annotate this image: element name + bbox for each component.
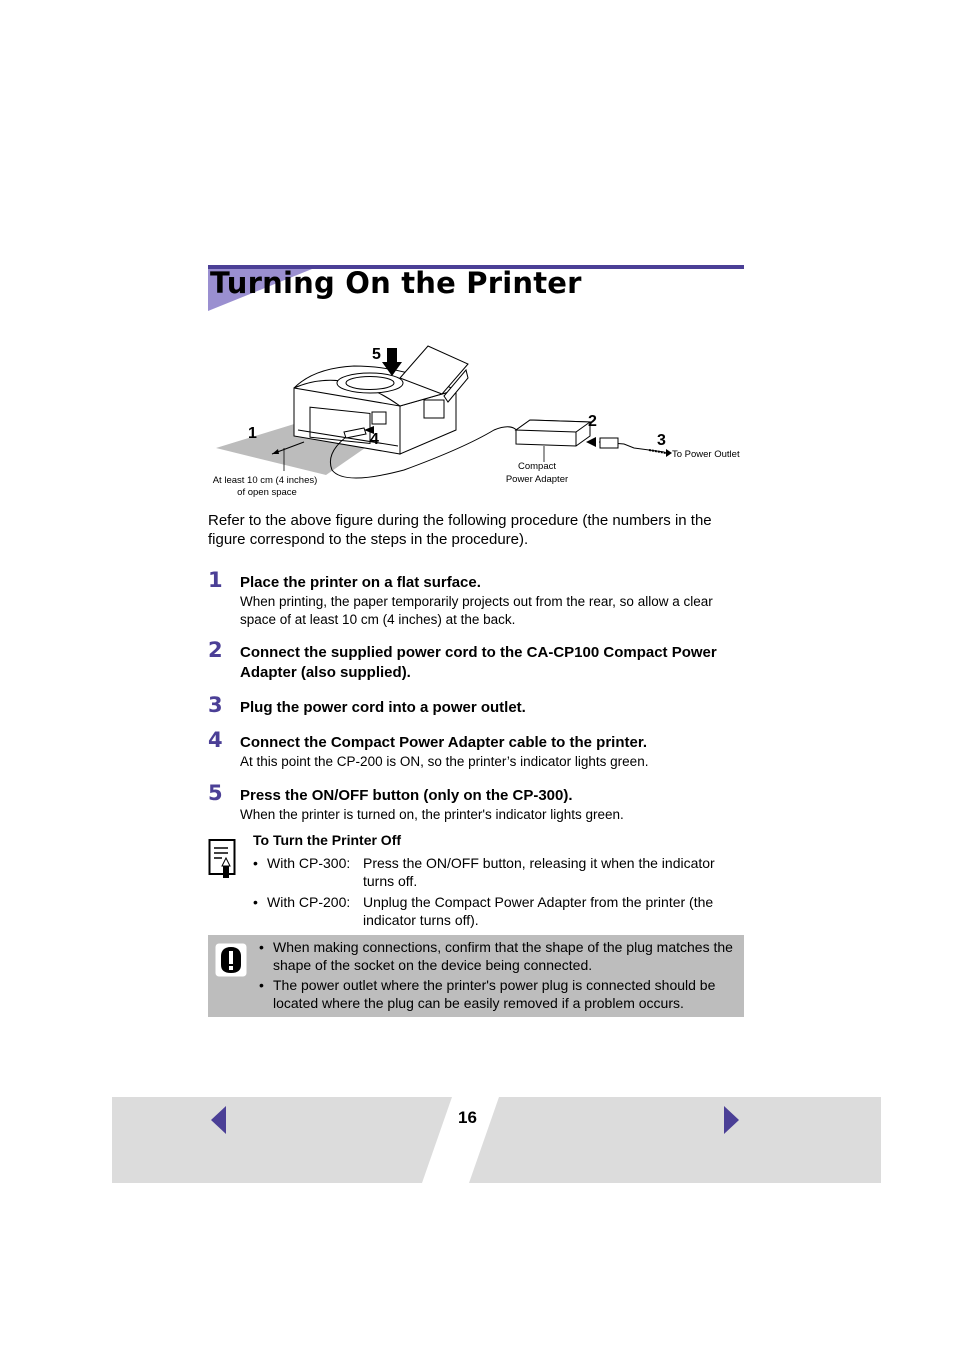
previous-page-button[interactable] <box>208 1104 230 1136</box>
memo-icon <box>208 839 236 878</box>
caution-box: • When making connections, confirm that … <box>208 935 744 1017</box>
note-item-label: With CP-300: <box>267 855 351 871</box>
step-5: 5 Press the ON/OFF button (only on the C… <box>208 781 748 824</box>
figure-label-1: 1 <box>248 425 257 442</box>
triangle-right-icon <box>724 1106 739 1134</box>
step-title: Connect the Compact Power Adapter cable … <box>240 734 648 751</box>
adapter-illustration <box>514 419 592 447</box>
bullet: • <box>253 855 258 871</box>
bullet: • <box>253 894 258 910</box>
title-accent-triangle <box>208 269 312 311</box>
bullet: • <box>259 939 264 955</box>
footer-nav-bar <box>112 1097 881 1183</box>
step-title: Plug the power cord into a power outlet. <box>240 699 526 716</box>
step-body: At this point the CP-200 is ON, so the p… <box>240 754 649 769</box>
figure-label-2: 2 <box>588 413 597 430</box>
caution-text: When making connections, confirm that th… <box>273 939 733 973</box>
note-box: To Turn the Printer Off • With CP-300: P… <box>208 832 748 932</box>
step-2: 2 Connect the supplied power cord to the… <box>208 638 748 683</box>
note-item: • With CP-200: Unplug the Compact Power … <box>253 893 743 929</box>
step-body: When the printer is turned on, the print… <box>240 807 624 822</box>
note-title: To Turn the Printer Off <box>253 832 402 848</box>
figure-label-3: 3 <box>657 432 666 449</box>
step-title: Place the printer on a flat surface. <box>240 574 481 591</box>
step-title: Connect the supplied power cord to the C… <box>240 644 717 681</box>
press-arrow <box>382 348 402 376</box>
step-number: 1 <box>208 568 223 592</box>
note-item-desc: Press the ON/OFF button, releasing it wh… <box>363 855 715 889</box>
figure-label-4: 4 <box>370 431 379 448</box>
step-4: 4 Connect the Compact Power Adapter cabl… <box>208 728 748 771</box>
open-space-caption-2: of open space <box>237 487 297 498</box>
step-1: 1 Place the printer on a flat surface. W… <box>208 568 748 629</box>
step-number: 4 <box>208 728 223 752</box>
page-number: 16 <box>458 1108 477 1127</box>
adapter-caption-2: Power Adapter <box>506 474 568 485</box>
printer-connection-figure: 5 1 4 2 3 At least 10 cm (4 inches) of o… <box>213 345 740 498</box>
note-item-label: With CP-200: <box>267 894 351 910</box>
step-number: 5 <box>208 781 223 805</box>
step-number: 3 <box>208 693 223 717</box>
step-number: 2 <box>208 638 223 662</box>
adapter-caption-1: Compact <box>518 461 556 472</box>
step-3: 3 Plug the power cord into a power outle… <box>208 693 748 718</box>
page-title: Turning On the Printer <box>210 266 582 300</box>
warning-icon <box>215 943 247 977</box>
caution-item: • The power outlet where the printer's p… <box>259 976 739 1012</box>
adapter-cable <box>330 426 520 479</box>
printer-illustration <box>293 345 469 455</box>
triangle-left-icon <box>211 1106 226 1134</box>
caution-text: The power outlet where the printer's pow… <box>273 977 716 1011</box>
next-page-button[interactable] <box>720 1104 742 1136</box>
note-item-desc: Unplug the Compact Power Adapter from th… <box>363 894 714 928</box>
open-space-caption-1: At least 10 cm (4 inches) <box>213 475 318 486</box>
caution-item: • When making connections, confirm that … <box>259 938 739 974</box>
step-body: When printing, the paper temporarily pro… <box>240 594 713 627</box>
step-title: Press the ON/OFF button (only on the CP-… <box>240 787 573 804</box>
outlet-caption: To Power Outlet <box>672 449 740 460</box>
note-item: • With CP-300: Press the ON/OFF button, … <box>253 854 743 890</box>
figure-label-5: 5 <box>372 346 381 363</box>
intro-paragraph: Refer to the above figure during the fol… <box>208 512 712 548</box>
title-rule <box>208 265 744 269</box>
bullet: • <box>259 977 264 993</box>
